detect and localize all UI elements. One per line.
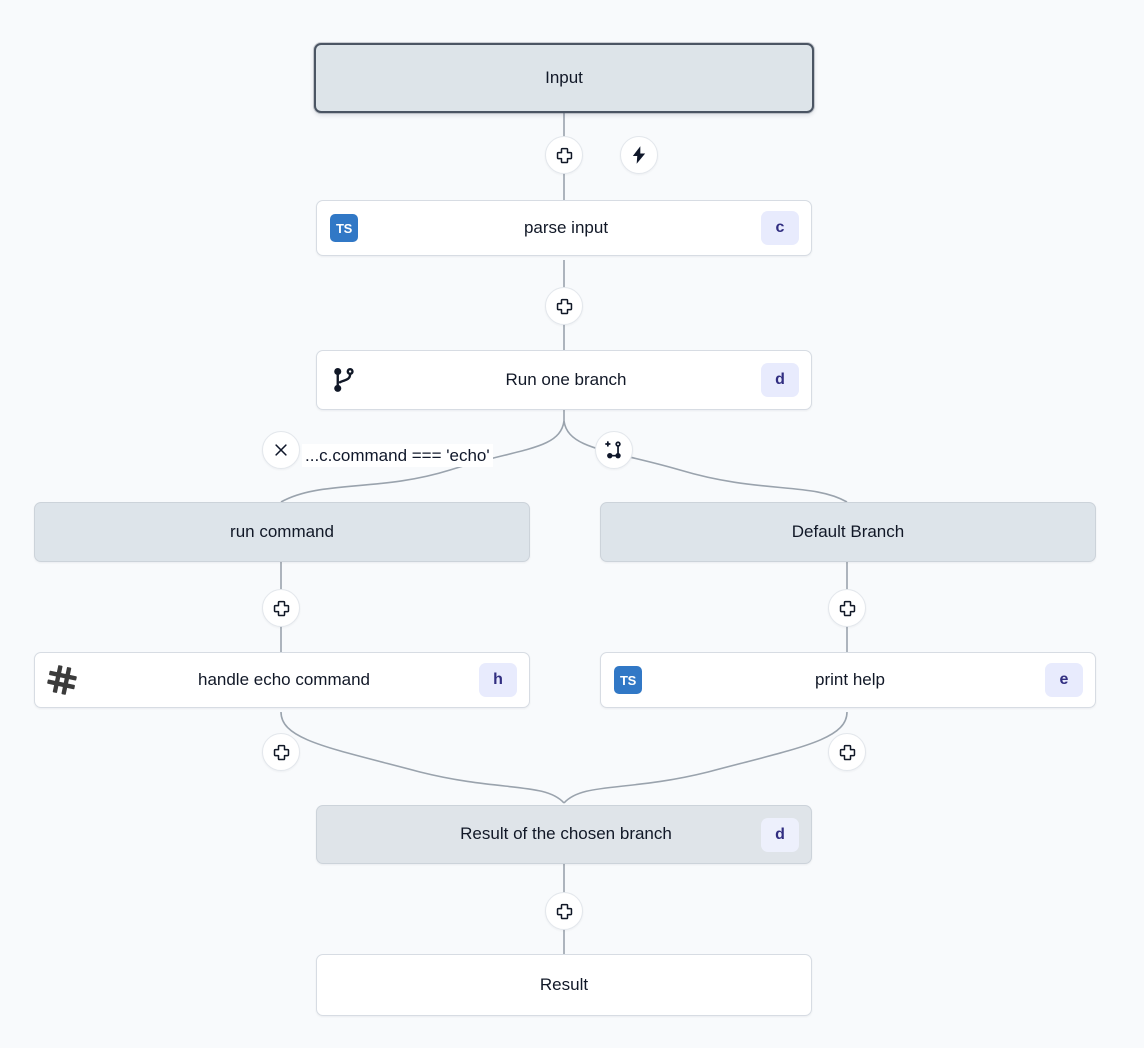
add-step-icon (273, 744, 289, 760)
node-input[interactable]: Input (314, 43, 814, 113)
node-default-branch-label: Default Branch (791, 521, 905, 541)
add-branch-icon (605, 441, 621, 459)
add-step-icon (556, 298, 572, 314)
node-handle-echo-command-label: handle echo command (197, 669, 370, 689)
node-parse-input[interactable]: TS parse input c (316, 200, 812, 256)
typescript-icon-glyph: TS (330, 214, 358, 242)
bash-hash-icon (35, 663, 89, 697)
add-branch-button[interactable] (595, 431, 633, 469)
node-handle-echo-command-badge[interactable]: h (479, 663, 517, 697)
node-result-of-chosen-branch-badge[interactable]: d (761, 817, 799, 852)
node-parse-input-badge[interactable]: c (761, 211, 799, 245)
node-run-one-branch[interactable]: Run one branch d (316, 350, 812, 410)
node-result-of-chosen-branch-label: Result of the chosen branch (460, 824, 672, 844)
add-step-icon (556, 147, 572, 163)
add-step-button-parse-to-branch[interactable] (545, 287, 583, 325)
git-branch-icon (317, 367, 371, 394)
typescript-icon: TS (317, 214, 371, 242)
node-run-command[interactable]: run command (34, 502, 530, 562)
edge-print-help-to-result (563, 711, 848, 804)
edge-handle-echo-to-result (280, 711, 565, 804)
node-print-help-label: print help (815, 669, 885, 689)
trigger-button[interactable] (620, 136, 658, 174)
close-icon (275, 444, 287, 456)
typescript-icon-glyph: TS (614, 666, 642, 694)
add-step-icon (839, 744, 855, 760)
add-step-icon (556, 903, 572, 919)
node-handle-echo-command[interactable]: handle echo command h (34, 652, 530, 708)
node-result-of-chosen-branch[interactable]: Result of the chosen branch d (316, 805, 812, 864)
node-run-command-label: run command (230, 521, 334, 541)
remove-branch-button[interactable] (262, 431, 300, 469)
node-result[interactable]: Result (316, 954, 812, 1016)
node-run-one-branch-label: Run one branch (505, 369, 627, 389)
node-run-one-branch-badge[interactable]: d (761, 363, 799, 397)
add-step-button-input-to-parse[interactable] (545, 136, 583, 174)
lightning-bolt-icon (632, 146, 646, 164)
add-step-icon (839, 600, 855, 616)
node-print-help-badge[interactable]: e (1045, 663, 1083, 697)
add-step-button-default-branch[interactable] (828, 589, 866, 627)
node-parse-input-label: parse input (523, 217, 609, 237)
node-result-label: Result (539, 974, 589, 994)
add-step-button-run-command[interactable] (262, 589, 300, 627)
node-print-help[interactable]: TS print help e (600, 652, 1096, 708)
add-step-button-handle-echo[interactable] (262, 733, 300, 771)
add-step-icon (273, 600, 289, 616)
edge-condition-label: ...c.command === 'echo' (302, 444, 493, 468)
typescript-icon: TS (601, 666, 655, 694)
node-input-label: Input (545, 67, 583, 87)
add-step-button-final[interactable] (545, 892, 583, 930)
add-step-button-print-help[interactable] (828, 733, 866, 771)
node-default-branch[interactable]: Default Branch (600, 502, 1096, 562)
